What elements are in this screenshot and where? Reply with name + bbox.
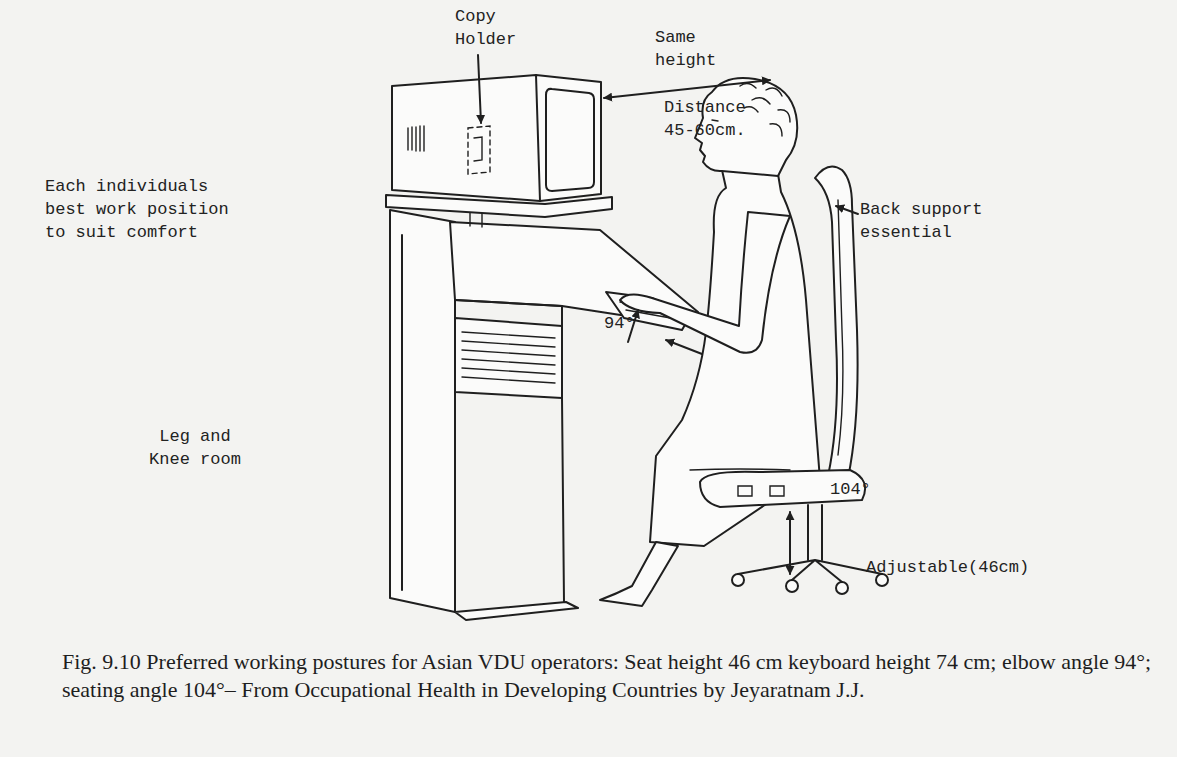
chair-wheel — [786, 580, 798, 592]
monitor-vents — [408, 126, 424, 151]
chair-stem — [808, 505, 822, 560]
desk-column — [390, 210, 455, 612]
angle-arrow — [666, 340, 702, 354]
chair-base — [738, 560, 882, 582]
person-leg — [600, 542, 678, 606]
copy-holder-clip — [474, 137, 482, 161]
thigh-line — [690, 469, 790, 470]
eye — [712, 120, 718, 121]
note-label: Leg and Knee room — [145, 425, 245, 471]
dimension-label: Same height — [655, 26, 730, 72]
pointer-arrow — [478, 55, 481, 123]
chair-backrest — [815, 166, 858, 478]
hair-curls — [740, 83, 790, 136]
desk-front-edge — [562, 398, 564, 602]
backrest-seam — [838, 200, 843, 455]
desk-foot — [455, 602, 578, 620]
height-arrow — [789, 512, 791, 574]
tray-edge — [455, 300, 562, 326]
drawer-unit — [455, 318, 562, 398]
desk-column-edge — [401, 235, 403, 590]
chair-wheel — [836, 582, 848, 594]
part-label: Back support essential — [860, 198, 1000, 244]
pointer-arrow — [836, 206, 858, 214]
monitor-screen — [546, 89, 594, 191]
person-arm — [620, 212, 790, 353]
drawer-slats — [462, 332, 555, 383]
chair-wheel — [732, 574, 744, 586]
figure-caption: Fig. 9.10 Preferred working postures for… — [62, 648, 1162, 704]
copy-holder — [468, 126, 490, 174]
angle-label: 104° — [830, 478, 871, 501]
dimension-label: Adjustable(46cm) — [866, 556, 1029, 579]
note-label: Each individuals best work position to s… — [45, 175, 250, 244]
monitor-body — [392, 75, 601, 201]
monitor-edge — [536, 75, 540, 201]
distance-arrow — [604, 80, 770, 98]
part-label: Copy Holder — [455, 5, 530, 51]
angle-label: 94° — [604, 312, 635, 335]
dimension-label: Distance 45-60cm. — [664, 96, 764, 142]
seat-holes — [738, 486, 784, 496]
